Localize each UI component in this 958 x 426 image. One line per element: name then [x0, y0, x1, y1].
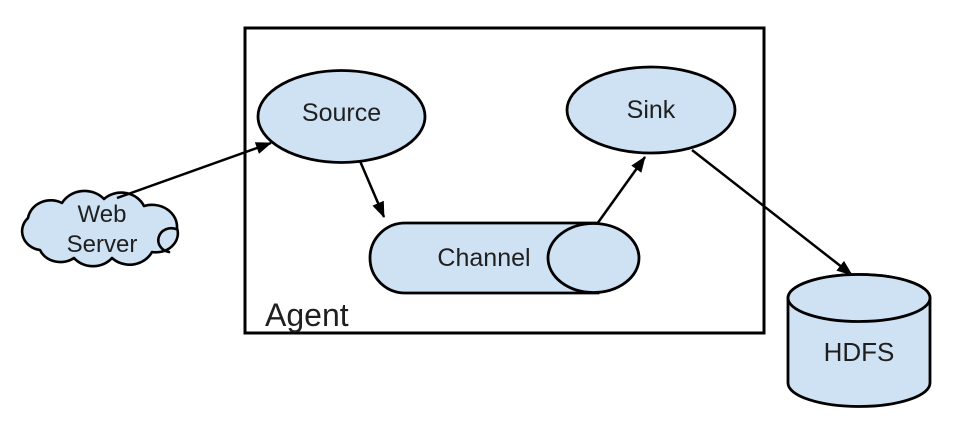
agent-box — [243, 26, 766, 335]
hdfs-cylinder-top — [786, 273, 932, 323]
sink-ellipse — [565, 65, 737, 155]
arrow-web-server-to-source — [116, 141, 272, 200]
cloud-curl-detail — [157, 226, 178, 254]
channel-cylinder-body — [368, 221, 600, 295]
arrow-sink-to-hdfs — [691, 149, 853, 276]
arrow-channel-to-sink — [595, 156, 647, 225]
arrow-source-to-channel — [358, 160, 386, 218]
web-server-cloud-shape — [20, 189, 180, 268]
source-ellipse — [256, 69, 427, 164]
channel-cylinder-cap — [546, 222, 641, 294]
